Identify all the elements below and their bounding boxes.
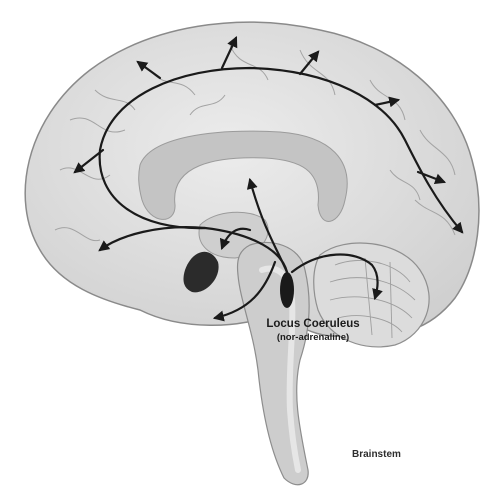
locus-coeruleus-label: Locus Coeruleus: [266, 318, 359, 330]
brainstem-label: Brainstem: [352, 449, 401, 460]
noradrenaline-label: (nor-adrenaline): [277, 332, 349, 343]
brainstem-structure: [238, 242, 310, 484]
locus-coeruleus-nucleus: [280, 272, 294, 308]
